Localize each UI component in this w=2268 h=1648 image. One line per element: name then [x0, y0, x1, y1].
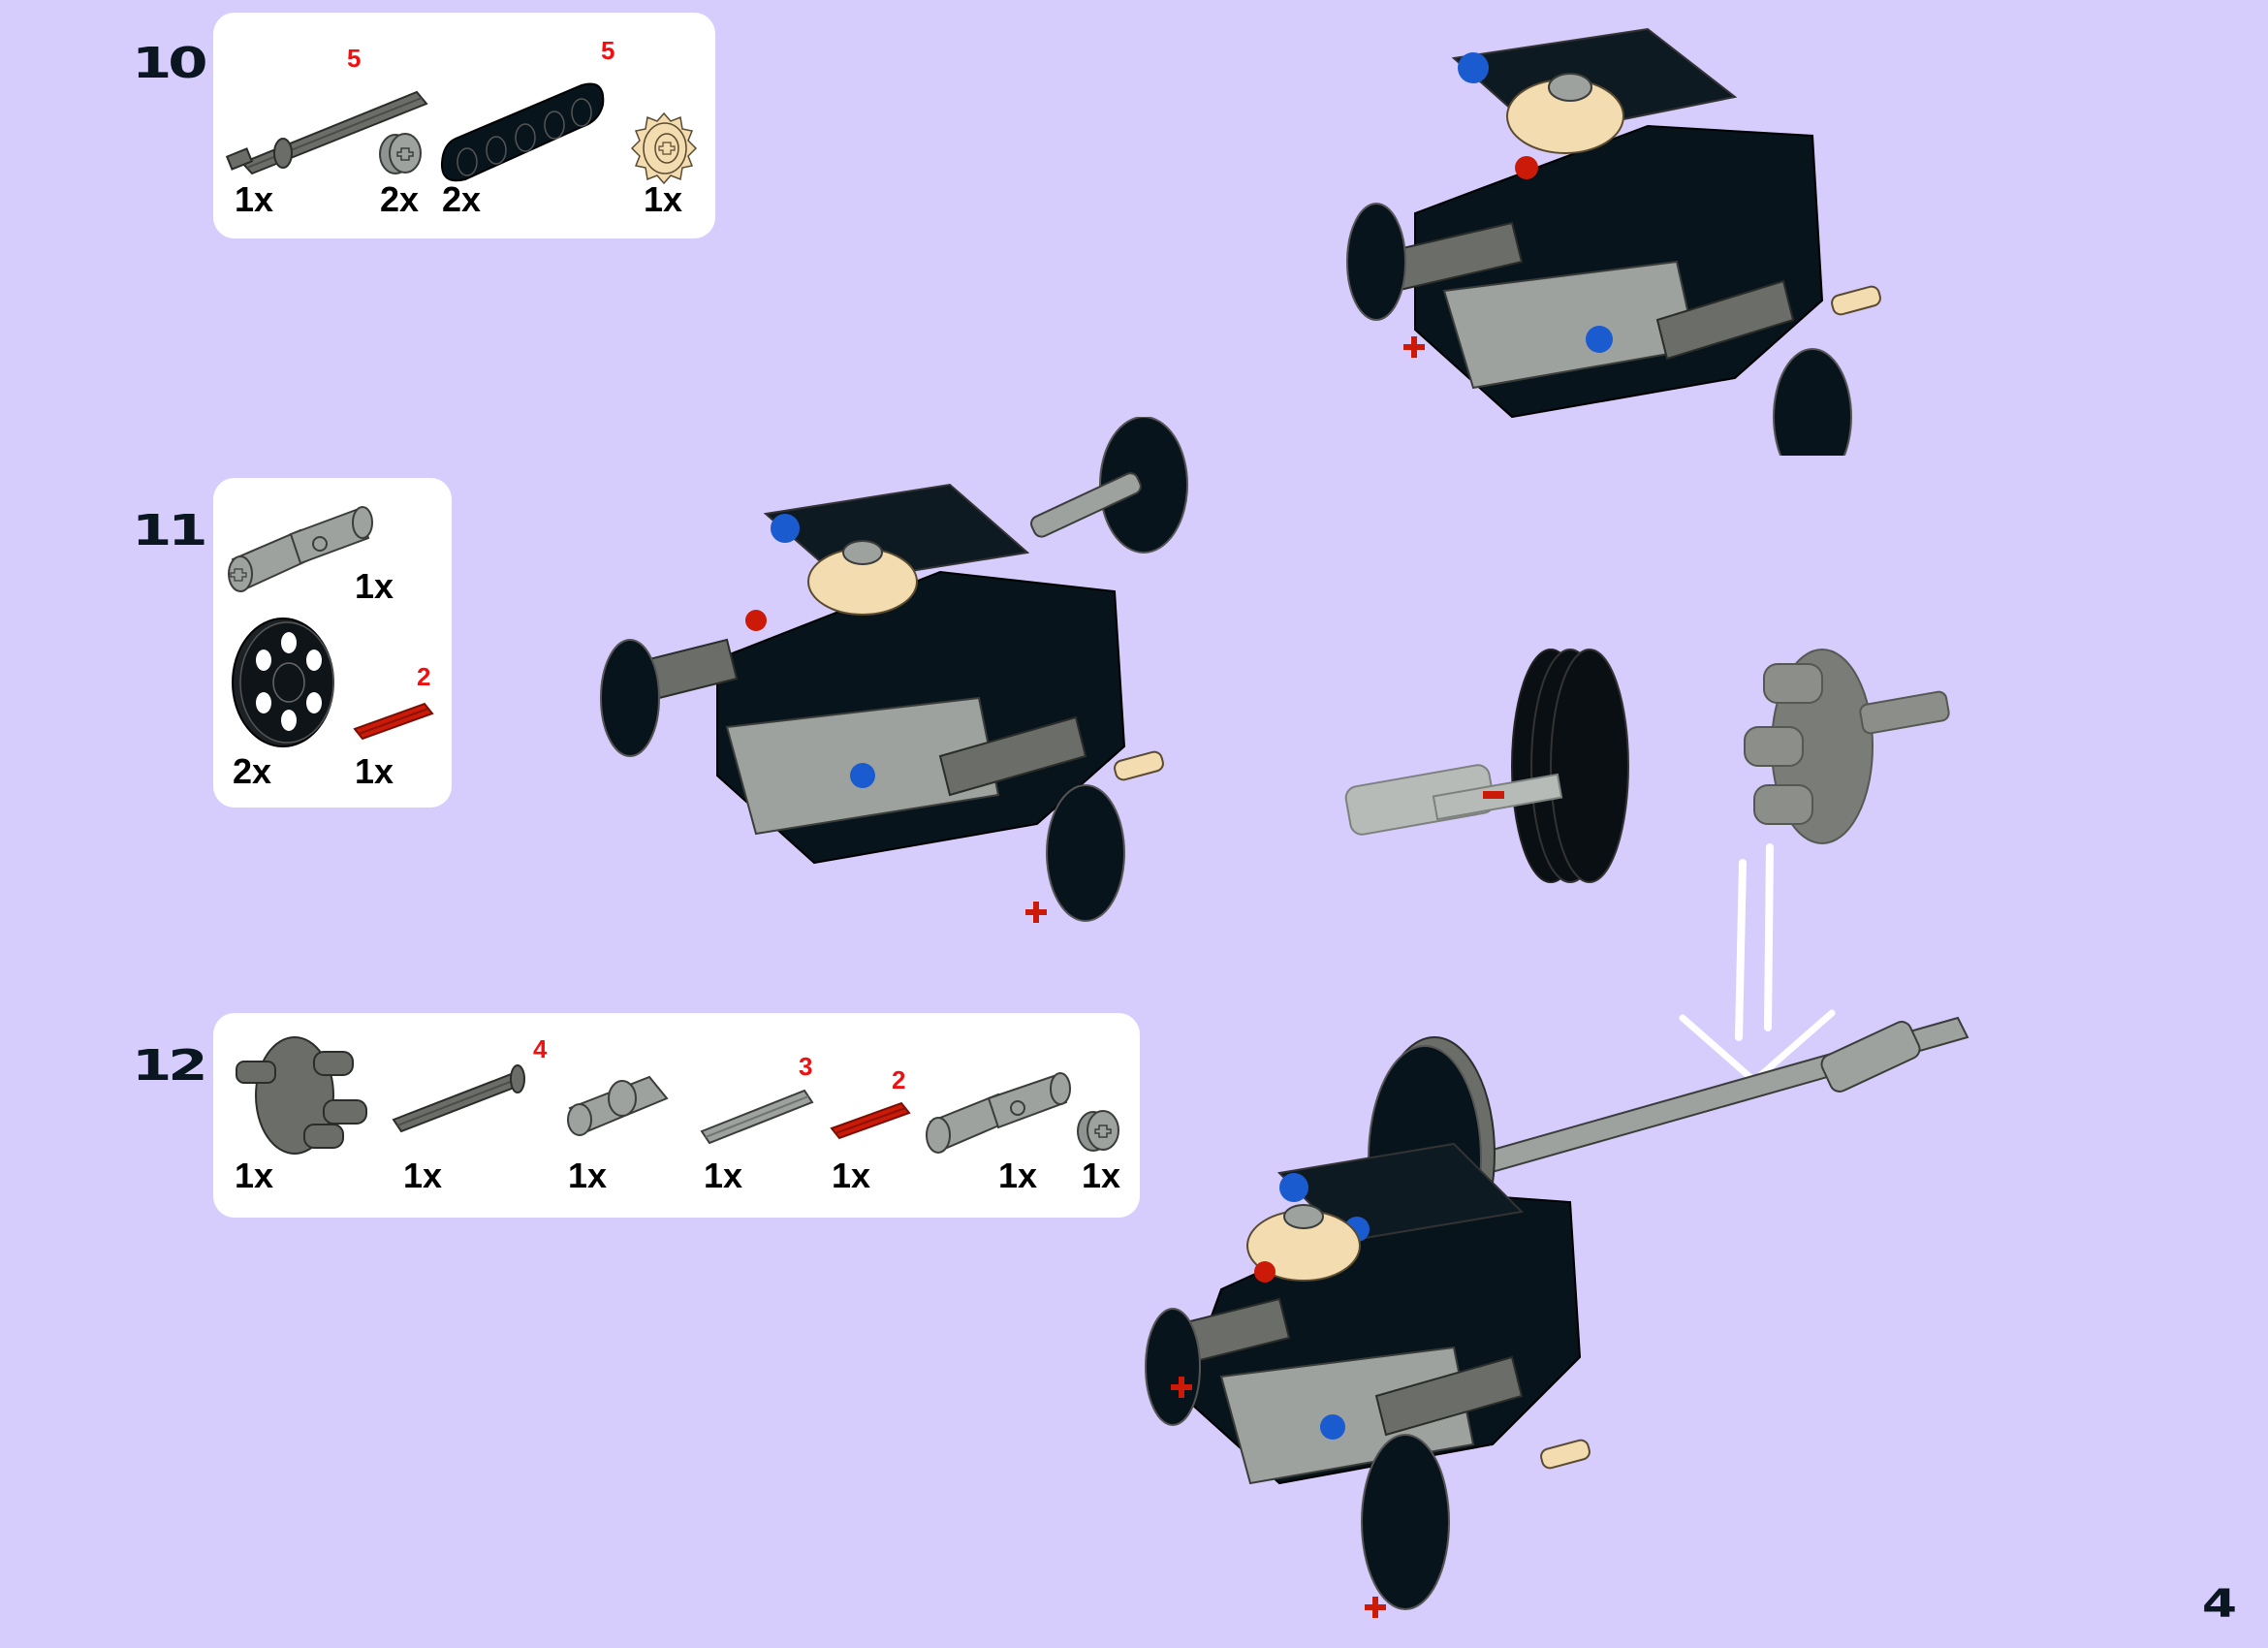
part-qty: 1x: [704, 1156, 743, 1195]
step-12-assembly-model: [1145, 1016, 1969, 1618]
part-length-label: 4: [533, 1034, 548, 1063]
part-qty: 1x: [644, 179, 683, 219]
axle-with-stop-icon: [392, 1064, 525, 1133]
part-length-label: 3: [799, 1052, 813, 1081]
bush-icon: [379, 133, 422, 174]
parts-callout-step-11: 1x 2x 2 1x: [213, 478, 452, 808]
part-qty: 1x: [1082, 1156, 1121, 1195]
part-qty: 2x: [233, 751, 272, 791]
fan-hub-icon: [236, 1036, 367, 1155]
part-qty: 1x: [235, 1156, 274, 1195]
axle-icon: [700, 1089, 814, 1145]
part-length-label: 2: [892, 1065, 906, 1094]
universal-joint-icon: [228, 506, 373, 592]
parts-callout-step-10: 5 1x 1x 2x 5 2x 1x: [213, 13, 715, 238]
axle-pin-connector-icon: [567, 1075, 669, 1136]
wheel-icon: [232, 618, 334, 747]
part-qty: 1x: [568, 1156, 608, 1195]
part-length-label: 5: [601, 36, 615, 65]
step-12-subassembly-exploded: [1344, 649, 1950, 883]
part-qty: 1x: [832, 1156, 871, 1195]
page-number: 4: [2201, 1582, 2238, 1627]
step-number-10: 10: [132, 39, 208, 88]
beam-icon: [440, 82, 605, 182]
part-qty: 2x: [380, 179, 420, 219]
part-qty: 2x: [442, 179, 482, 219]
part-qty: 1x: [403, 1156, 443, 1195]
parts-callout-step-12: 1x 4 1x 1x 3 1x 2 1x 1x: [213, 1013, 1140, 1218]
axle-icon: [353, 702, 434, 741]
bush-icon: [1077, 1110, 1119, 1152]
part-qty: 1x: [355, 751, 394, 791]
part-qty: 1x: [998, 1156, 1038, 1195]
part-length-label: 2: [417, 662, 431, 691]
part-qty: 1x: [235, 179, 274, 219]
step-number-12: 12: [132, 1041, 208, 1091]
step-11-assembly-model: [600, 417, 1188, 923]
step-10-assembly-model: [1346, 27, 1881, 456]
axle-with-stop-icon: [225, 90, 428, 175]
part-length-label: 5: [347, 44, 362, 73]
universal-joint-icon: [926, 1072, 1071, 1154]
bevel-gear-icon: [630, 111, 698, 185]
step-number-11: 11: [132, 506, 208, 555]
axle-icon: [830, 1101, 911, 1140]
part-qty: 1x: [355, 566, 394, 606]
